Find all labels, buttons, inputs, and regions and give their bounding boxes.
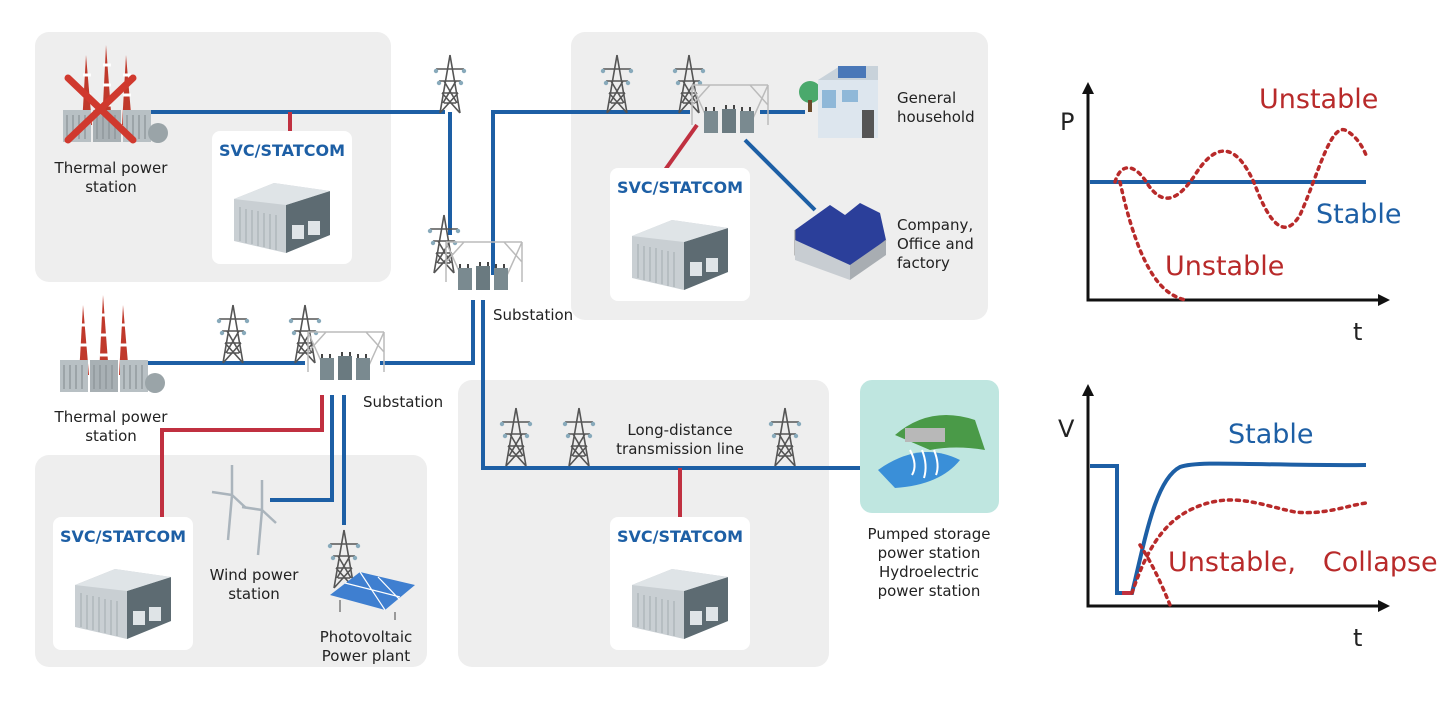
power-unstable-lower-label: Unstable (1165, 251, 1285, 282)
house-icon (799, 66, 878, 138)
thermal-bottom-label: Thermal power station (54, 408, 168, 445)
power-stable-label: Stable (1316, 199, 1402, 230)
thermal-top-label: Thermal power station (54, 159, 168, 196)
power-unstable-curve-upper (1113, 128, 1368, 229)
long-distance-label: Long-distance transmission line (616, 421, 744, 458)
pumped-label: Pumped storage power station Hydroelectr… (867, 525, 991, 600)
voltage-stable-curve (1090, 461, 1367, 595)
svc-label: SVC/STATCOM (218, 141, 345, 160)
svc-card-long-distance: SVC/STATCOM (610, 517, 750, 650)
power-y-axis-label: P (1060, 108, 1075, 136)
substation-left-label: Substation (363, 393, 444, 411)
wind-turbine-icon (211, 465, 277, 556)
voltage-y-axis-label: V (1058, 415, 1075, 443)
svc-card-top-left: SVC/STATCOM (212, 131, 352, 264)
svc-card-renewables: SVC/STATCOM (53, 517, 193, 650)
power-unstable-upper-label: Unstable (1259, 84, 1379, 115)
voltage-x-axis-label: t (1353, 624, 1363, 652)
power-plot (1082, 82, 1390, 306)
svc-label: SVC/STATCOM (616, 527, 743, 546)
voltage-collapse-curve (1138, 543, 1172, 607)
pv-label: Photovoltaic Power plant (319, 628, 413, 665)
solar-panel-icon (330, 571, 415, 620)
voltage-unstable-label: Unstable, Collapse (1168, 547, 1438, 578)
power-x-axis-label: t (1353, 318, 1363, 346)
factory-icon (794, 203, 887, 280)
svc-label: SVC/STATCOM (616, 178, 743, 197)
svc-label: SVC/STATCOM (59, 527, 186, 546)
voltage-plot (1082, 384, 1390, 612)
svc-card-consumers: SVC/STATCOM (610, 168, 750, 301)
cross-mark-icon (64, 74, 137, 144)
substation-center-label: Substation (493, 306, 574, 324)
household-label: General household (897, 89, 975, 126)
wind-label: Wind power station (209, 566, 299, 603)
power-unstable-curve-lower (1118, 180, 1187, 302)
voltage-stable-label: Stable (1228, 419, 1314, 450)
hydro-dam-icon (878, 415, 985, 488)
voltage-unstable-curve (1130, 498, 1368, 595)
company-label: Company, Office and factory (897, 216, 974, 272)
